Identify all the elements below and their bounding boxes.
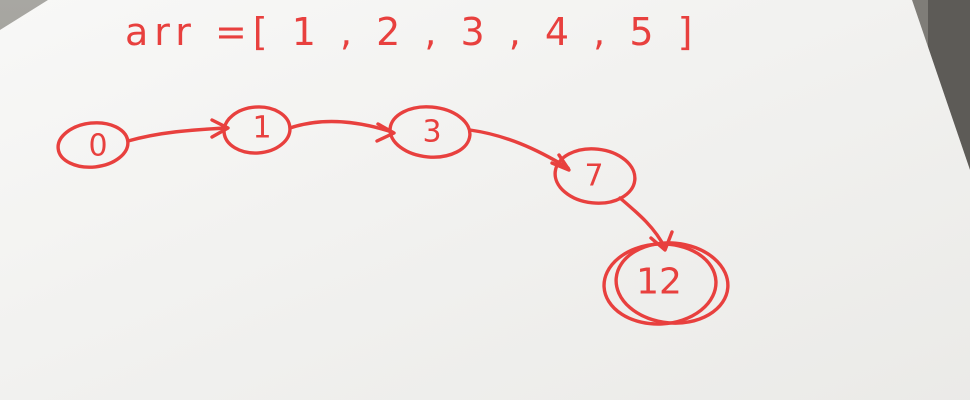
edge-7-to-12-arrowhead <box>649 230 674 252</box>
edge-0-to-1-arrowhead <box>210 118 230 139</box>
edge-1-to-3 <box>288 119 394 134</box>
node-1: 1 <box>222 105 292 155</box>
array-definition: arr =[ 1 , 2 , 3 , 4 , 5 ] <box>125 10 698 54</box>
node-12: 12 <box>602 241 730 326</box>
node-12-label: 12 <box>636 262 682 303</box>
node-1-label: 1 <box>252 111 271 146</box>
node-0: 0 <box>56 121 130 169</box>
node-3-label: 3 <box>422 115 441 150</box>
edge-1-to-3-arrowhead <box>375 122 396 143</box>
node-0-label: 0 <box>88 129 107 164</box>
edge-0-to-1 <box>126 126 228 143</box>
node-7: 7 <box>553 147 637 205</box>
node-7-label: 7 <box>584 159 603 194</box>
node-3: 3 <box>388 105 472 159</box>
